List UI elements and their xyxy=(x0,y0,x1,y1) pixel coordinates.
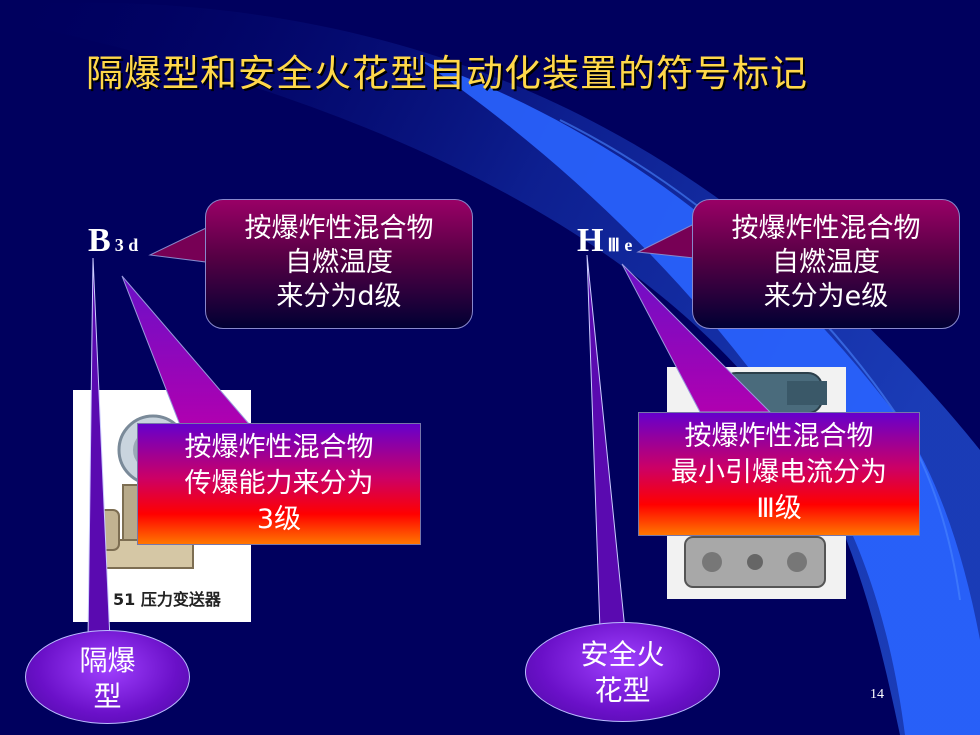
oval-line: 花型 xyxy=(594,674,651,707)
symbol-subscript: 3 d xyxy=(114,235,139,255)
callout-line: 自燃温度 xyxy=(772,247,880,278)
explosion-proof-symbol: B 3 d xyxy=(88,222,138,260)
callout-explosion-propagation: 按爆炸性混合物 传爆能力来分为 3级 xyxy=(137,423,421,545)
callout-minimum-ignition-current: 按爆炸性混合物 最小引爆电流分为 Ⅲ级 xyxy=(638,412,920,536)
symbol-letter: H xyxy=(577,222,604,259)
slide-title: 隔爆型和安全火花型自动化装置的符号标记 xyxy=(86,52,808,95)
oval-line: 型 xyxy=(93,680,122,713)
callout-line: 按爆炸性混合物 xyxy=(684,421,874,452)
oval-line: 安全火 xyxy=(580,638,665,671)
callout-line: 传爆能力来分为 xyxy=(184,468,374,499)
callout-line: 来分为e级 xyxy=(763,281,889,312)
callout-line: 3级 xyxy=(256,504,302,535)
callout-line: 按爆炸性混合物 xyxy=(244,213,434,244)
explosion-proof-type-oval: 隔爆 型 xyxy=(25,630,190,724)
callout-ignition-temperature-right: 按爆炸性混合物 自燃温度 来分为e级 xyxy=(692,199,960,329)
photo-caption: 51 压力变送器 xyxy=(113,590,221,609)
callout-line: 来分为d级 xyxy=(276,281,402,312)
callout-ignition-temperature-left: 按爆炸性混合物 自燃温度 来分为d级 xyxy=(205,199,473,329)
callout-line: 按爆炸性混合物 xyxy=(731,213,921,244)
callout-line: 最小引爆电流分为 xyxy=(671,457,887,488)
callout-line: Ⅲ级 xyxy=(756,493,802,524)
page-number: 14 xyxy=(870,687,884,702)
callout-line: 自燃温度 xyxy=(285,247,393,278)
intrinsic-safety-symbol: H Ⅲ e xyxy=(577,222,632,260)
callout-line: 按爆炸性混合物 xyxy=(184,432,374,463)
oval-line: 隔爆 xyxy=(79,644,136,677)
symbol-letter: B xyxy=(88,222,111,259)
symbol-subscript: Ⅲ e xyxy=(607,235,633,255)
intrinsic-safety-type-oval: 安全火 花型 xyxy=(525,622,720,722)
